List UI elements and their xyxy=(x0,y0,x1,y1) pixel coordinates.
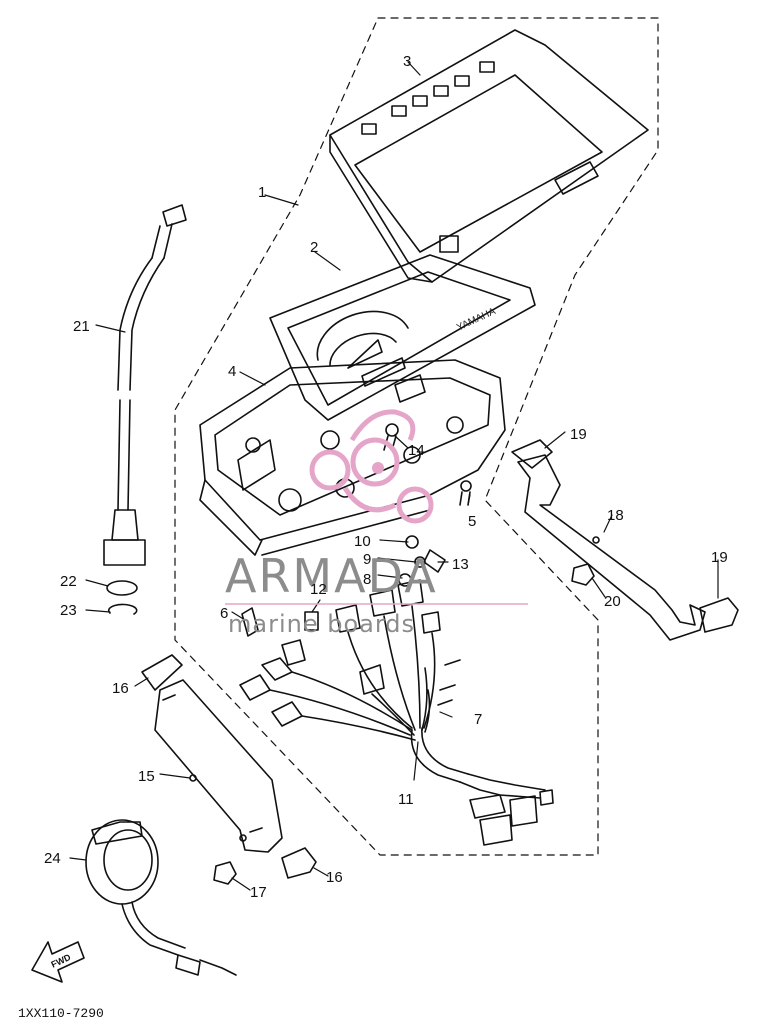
armada-logo-icon xyxy=(309,409,434,524)
callout-22: 22 xyxy=(60,573,77,590)
rubber-mount-part xyxy=(699,597,739,633)
callout-6: 6 xyxy=(220,605,228,622)
meter-cover-part xyxy=(329,29,649,283)
circlip-part xyxy=(107,603,138,615)
electronic-unit-part xyxy=(85,819,237,976)
forward-arrow-icon xyxy=(31,941,85,983)
callout-3: 3 xyxy=(403,53,411,70)
screw-part xyxy=(459,480,472,506)
nut-part xyxy=(213,861,237,885)
callout-20: 20 xyxy=(604,593,621,610)
callout-labels: 1 2 3 4 5 6 7 8 9 10 11 12 13 14 15 16 1… xyxy=(44,53,728,901)
rubber-mount-part xyxy=(141,654,183,691)
rubber-mount-part xyxy=(511,439,553,469)
callout-21: 21 xyxy=(73,318,90,335)
callout-19: 19 xyxy=(570,426,587,443)
callout-18: 18 xyxy=(607,507,624,524)
callout-11: 11 xyxy=(398,791,414,808)
left-bracket-part xyxy=(154,679,283,853)
callout-5: 5 xyxy=(468,513,476,530)
speedometer-cable-part xyxy=(103,204,187,566)
callout-16: 16 xyxy=(326,869,343,886)
callout-24: 24 xyxy=(44,850,61,867)
meter-panel-part xyxy=(269,254,536,421)
callout-8: 8 xyxy=(363,571,371,588)
watermark-name: ARMADA xyxy=(225,549,438,603)
meter-housing-part xyxy=(199,359,506,556)
callout-2: 2 xyxy=(310,239,318,256)
right-bracket-part xyxy=(517,454,706,641)
nut-part xyxy=(571,563,595,586)
leader-lines xyxy=(69,61,719,891)
callout-9: 9 xyxy=(363,551,371,568)
diagram-code: 1XX110-7290 xyxy=(18,1006,104,1021)
fwd-label: FWD xyxy=(49,952,72,970)
callout-23: 23 xyxy=(60,602,77,619)
assembly-boundary xyxy=(174,17,659,856)
callout-1: 1 xyxy=(258,184,266,201)
callout-15: 15 xyxy=(138,768,155,785)
callout-4: 4 xyxy=(228,363,236,380)
fastener-parts xyxy=(241,535,446,637)
watermark-tagline: marine boards xyxy=(228,610,415,638)
wire-harness-part xyxy=(239,579,554,846)
callout-7: 7 xyxy=(474,711,482,728)
o-ring-part xyxy=(106,580,138,596)
callout-14: 14 xyxy=(408,442,425,459)
callout-17: 17 xyxy=(250,884,267,901)
rubber-mount-part xyxy=(281,847,317,879)
callout-12: 12 xyxy=(310,581,327,598)
callout-10: 10 xyxy=(354,533,371,550)
callout-13: 13 xyxy=(452,556,469,573)
callout-16: 16 xyxy=(112,680,129,697)
callout-19: 19 xyxy=(711,549,728,566)
